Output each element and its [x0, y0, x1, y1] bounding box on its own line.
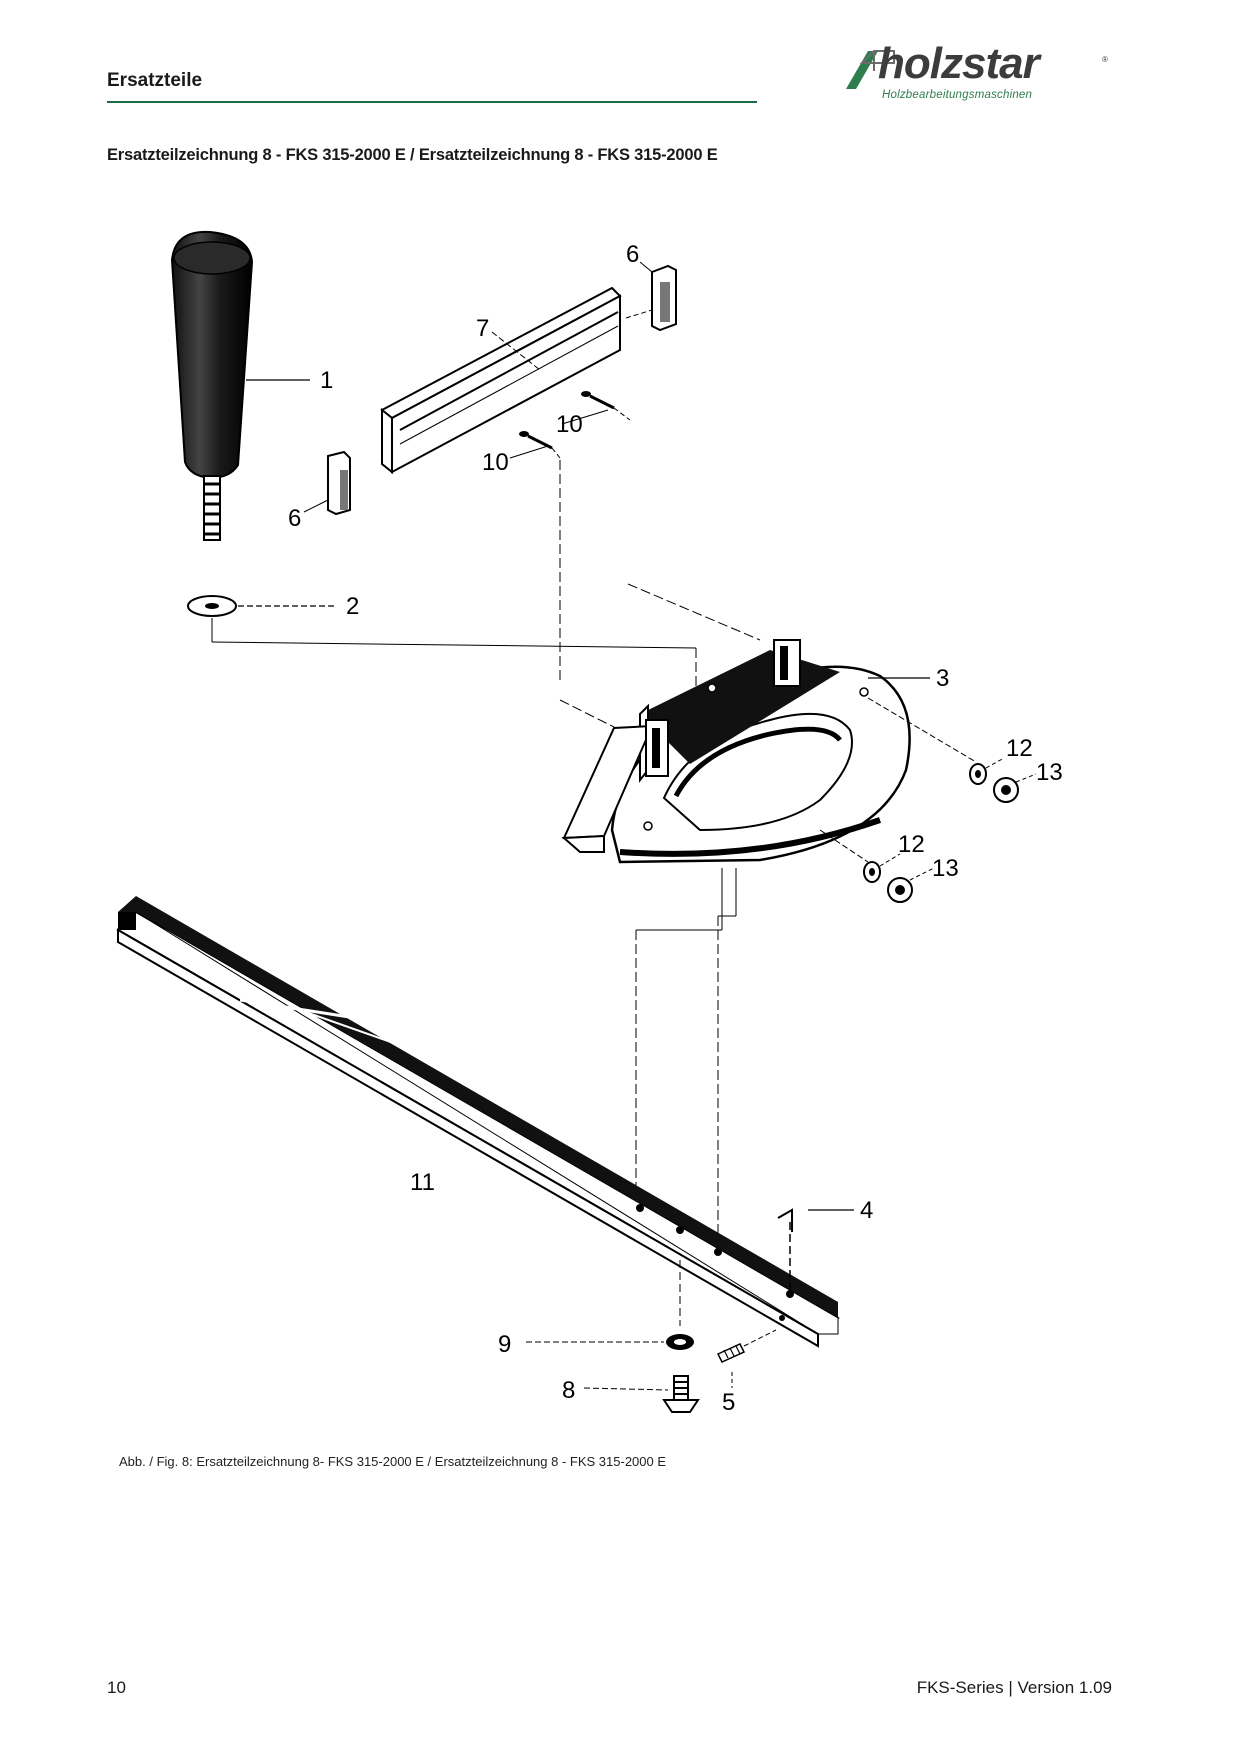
part-label-1: 1 — [320, 367, 333, 394]
miter-gauge-body-part-3 — [561, 639, 911, 864]
connector-line — [627, 583, 761, 641]
exploded-parts-drawing: 1 2 3 4 5 6 6 7 8 9 10 10 11 12 12 13 13 — [116, 230, 1063, 1416]
part-label-13-upper: 13 — [1036, 759, 1063, 786]
leader-line-8 — [583, 1387, 669, 1391]
part-label-6-bottom: 6 — [288, 505, 301, 532]
end-cap-part-6-bottom — [327, 450, 351, 516]
flat-head-screw-part-8 — [662, 1375, 700, 1413]
connector-line — [819, 829, 869, 863]
leader-line-13a — [1015, 773, 1037, 783]
screw-part-10-upper — [581, 391, 615, 410]
leader-line-10a — [561, 409, 609, 425]
connector-line — [625, 309, 653, 319]
washer-part-12-upper — [969, 763, 987, 785]
part-label-8: 8 — [562, 1377, 575, 1404]
page-header-title: Ersatzteile — [107, 70, 203, 91]
document-version: FKS-Series | Version 1.09 — [916, 1678, 1112, 1697]
part-label-12-lower: 12 — [898, 831, 925, 858]
part-label-3: 3 — [936, 665, 949, 692]
knurled-nut-part-13-lower — [887, 877, 913, 903]
section-heading: Ersatzteilzeichnung 8 - FKS 315-2000 E /… — [107, 146, 718, 164]
grub-screw-part-5 — [716, 1343, 746, 1363]
leader-line-10b — [509, 445, 549, 459]
logo-tagline: Holzbearbeitungsmaschinen — [882, 89, 1033, 101]
part-label-6-top: 6 — [626, 241, 639, 268]
connector-line — [743, 1329, 777, 1347]
washer-part-9 — [666, 1334, 694, 1350]
leader-line-12b — [879, 853, 901, 867]
leader-line-13b — [909, 867, 935, 881]
part-label-13-lower: 13 — [932, 855, 959, 882]
miter-bar-part-11 — [116, 896, 840, 1348]
part-label-2: 2 — [346, 593, 359, 620]
part-label-7: 7 — [476, 315, 489, 342]
part-label-12-upper: 12 — [1006, 735, 1033, 762]
leader-line-6a — [639, 261, 653, 273]
connector-line — [613, 407, 631, 421]
part-label-4: 4 — [860, 1197, 873, 1224]
connector-line — [867, 697, 977, 763]
knurled-nut-part-13-upper — [993, 777, 1019, 803]
logo-registered-mark: ® — [1102, 55, 1108, 64]
figure-caption: Abb. / Fig. 8: Ersatzteilzeichnung 8- FK… — [119, 1454, 667, 1469]
part-label-11: 11 — [410, 1169, 435, 1196]
leader-line-6b — [303, 499, 329, 513]
part-label-10-lower: 10 — [482, 449, 509, 476]
header-divider — [107, 101, 757, 103]
part-label-5: 5 — [722, 1389, 735, 1416]
logo-mark-icon — [846, 50, 895, 89]
fence-rail-part-7 — [380, 286, 622, 475]
part-label-10-upper: 10 — [556, 411, 583, 438]
connector-line — [211, 641, 697, 649]
end-cap-part-6-top — [651, 264, 677, 332]
washer-part-2 — [187, 595, 237, 617]
logo-wordmark: holzstar — [878, 39, 1040, 88]
washer-part-12-lower — [863, 861, 881, 883]
page-number: 10 — [107, 1678, 126, 1697]
knob-handle-part — [170, 230, 254, 541]
leader-line-7 — [491, 331, 541, 371]
connector-line — [551, 447, 561, 459]
holzstar-logo: holzstar ® Holzbearbeitungsmaschinen — [838, 39, 1118, 105]
leader-line-12a — [985, 757, 1005, 769]
stop-pin-part-4 — [777, 1208, 793, 1292]
part-label-9: 9 — [498, 1331, 511, 1358]
screw-part-10-lower — [519, 431, 553, 450]
